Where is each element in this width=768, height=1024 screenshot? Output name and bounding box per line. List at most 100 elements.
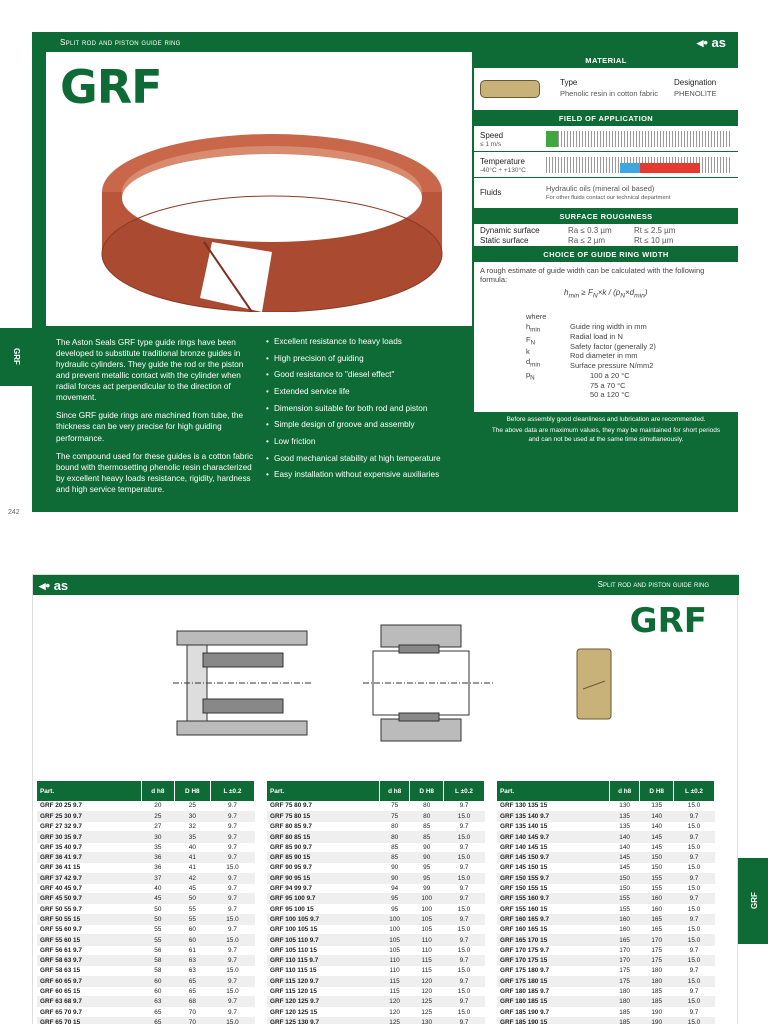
speed-value: ≤ 1 m/s xyxy=(480,141,502,148)
table-cell: 65 xyxy=(141,1017,175,1024)
table-cell: 125 xyxy=(379,1017,410,1024)
table-cell: 9.7 xyxy=(210,945,255,956)
side-tab-label: GRF xyxy=(11,348,21,365)
col-part: Part. xyxy=(497,781,610,801)
feature-item: Dimension suitable for both rod and pist… xyxy=(266,404,471,415)
table-cell: GRF 36 41 15 xyxy=(37,862,142,874)
table-cell: GRF 155 160 15 xyxy=(497,903,610,915)
speed-row: Speed ≤ 1 m/s xyxy=(474,126,738,152)
table-cell: 9.7 xyxy=(443,883,485,895)
roughness-section: Dynamic surface Ra ≤ 0.3 µm Rt ≤ 2.5 µm … xyxy=(474,224,738,246)
table-cell: GRF 160 165 9.7 xyxy=(497,914,610,926)
table-cell: 80 xyxy=(379,831,410,843)
pressure-item: 75 a 70 °C xyxy=(590,380,626,390)
table-cell: GRF 60 65 9.7 xyxy=(37,976,142,987)
table-cell: GRF 37 42 9.7 xyxy=(37,873,142,884)
table-cell: 135 xyxy=(609,811,640,823)
table-cell: 15.0 xyxy=(443,811,485,823)
feature-item: Good resistance to "diesel effect" xyxy=(266,370,471,381)
table-cell: 140 xyxy=(639,811,674,823)
table-cell: GRF 140 145 15 xyxy=(497,842,610,853)
table-cell: 130 xyxy=(609,801,640,812)
table-cell: 9.7 xyxy=(443,914,485,926)
table-cell: 25 xyxy=(141,811,175,823)
table-cell: 170 xyxy=(639,934,674,946)
max-values-note: The above data are maximum values, they … xyxy=(491,427,721,443)
table-cell: 95 xyxy=(409,862,444,874)
table-cell: 140 xyxy=(639,821,674,833)
table-cell: 15.0 xyxy=(673,1017,715,1024)
table-cell: 115 xyxy=(409,955,444,967)
table-cell: 55 xyxy=(141,924,175,936)
table-cell: 9.7 xyxy=(673,945,715,956)
page-header: Split rod and piston guide ring xyxy=(60,38,181,47)
temperature-scale xyxy=(546,157,732,173)
dynamic-ra: Ra ≤ 0.3 µm xyxy=(568,226,612,235)
table-cell: 150 xyxy=(609,883,640,895)
table-cell: 105 xyxy=(409,914,444,926)
temperature-label: Temperature xyxy=(480,157,525,166)
table-cell: 110 xyxy=(379,955,410,967)
table-cell: 15.0 xyxy=(673,862,715,874)
definition-list: Guide ring width in mm Radial load in N … xyxy=(570,322,656,400)
table-cell: GRF 105 110 15 xyxy=(267,945,380,956)
table-cell: 85 xyxy=(379,842,410,853)
table-cell: 55 xyxy=(174,914,211,926)
col-part: Part. xyxy=(37,781,142,801)
table-cell: 75 xyxy=(379,811,410,823)
table-cell: 55 xyxy=(174,903,211,915)
table-cell: 145 xyxy=(639,842,674,853)
table-cell: 115 xyxy=(409,965,444,977)
table-cell: 175 xyxy=(639,945,674,956)
table-cell: 9.7 xyxy=(443,976,485,987)
table-cell: 100 xyxy=(409,903,444,915)
field-heading: FIELD OF APPLICATION xyxy=(474,110,738,126)
table-cell: 15.0 xyxy=(210,986,255,998)
table-cell: GRF 30 35 9.7 xyxy=(37,831,142,843)
table-cell: GRF 170 175 9.7 xyxy=(497,945,610,956)
table-cell: 15.0 xyxy=(673,842,715,853)
table-cell: 155 xyxy=(609,893,640,905)
table-cell: 9.7 xyxy=(210,955,255,967)
table-cell: GRF 25 30 9.7 xyxy=(37,811,142,823)
col-L: L ±0.2 xyxy=(673,781,715,801)
table-cell: GRF 175 180 9.7 xyxy=(497,965,610,977)
table-cell: 68 xyxy=(174,996,211,1008)
temperature-hot-fill xyxy=(640,163,700,173)
table-cell: 180 xyxy=(609,986,640,998)
fluids-note: For other fluids contact our technical d… xyxy=(546,195,671,201)
table-cell: GRF 35 40 9.7 xyxy=(37,842,142,853)
table-cell: GRF 20 25 9.7 xyxy=(37,801,142,812)
table-cell: 170 xyxy=(609,945,640,956)
static-ra: Ra ≤ 2 µm xyxy=(568,236,606,245)
table-cell: 60 xyxy=(174,934,211,946)
table-cell: GRF 95 100 9.7 xyxy=(267,893,380,905)
table-cell: 165 xyxy=(639,914,674,926)
table-cell: 95 xyxy=(379,903,410,915)
table-cell: 50 xyxy=(141,914,175,926)
table-cell: GRF 90 95 15 xyxy=(267,873,380,884)
table-cell: 9.7 xyxy=(210,801,255,812)
table-cell: 145 xyxy=(639,831,674,843)
table-cell: GRF 63 68 9.7 xyxy=(37,996,142,1008)
table-cell: 15.0 xyxy=(210,862,255,874)
table-cell: 105 xyxy=(379,934,410,946)
table-cell: 9.7 xyxy=(673,986,715,998)
brand-logo: ◂• as xyxy=(39,578,69,593)
table-cell: 9.7 xyxy=(210,996,255,1008)
